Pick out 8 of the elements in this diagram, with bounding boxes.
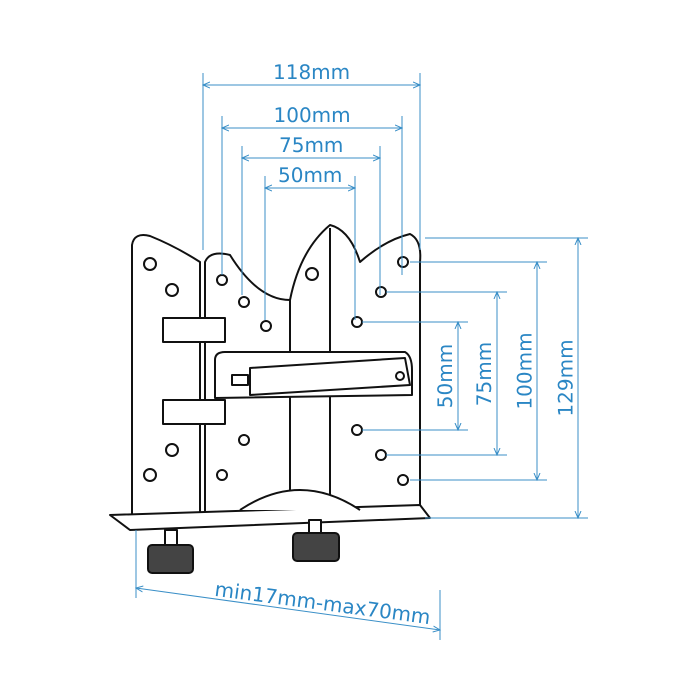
dimension-label: 50mm (435, 344, 456, 408)
dimension-label: 129mm (555, 339, 576, 417)
dimension-label: 50mm (278, 165, 342, 185)
dimension-label: 100mm (514, 332, 534, 410)
dimension-label: 75mm (279, 135, 344, 155)
dimension-label: 75mm (474, 341, 494, 406)
dimension-label: 118mm (273, 62, 350, 82)
dimension-label: 100mm (274, 105, 351, 125)
